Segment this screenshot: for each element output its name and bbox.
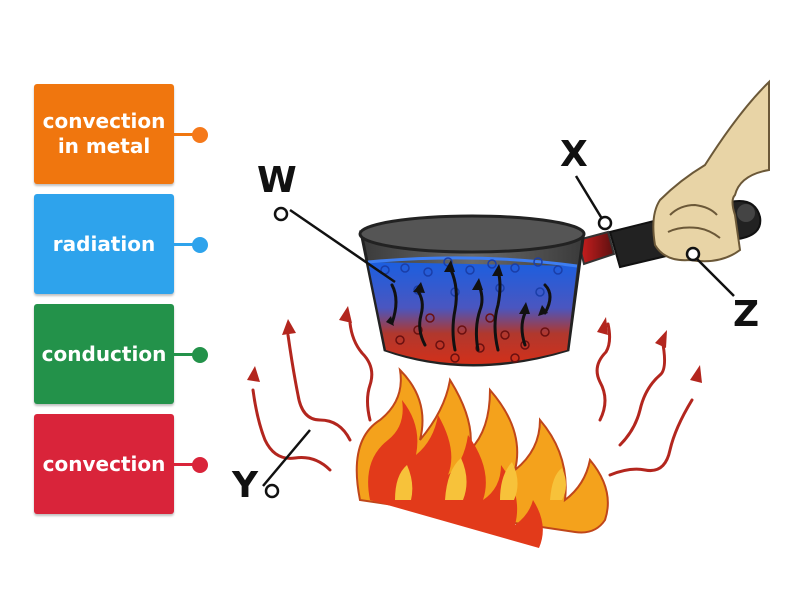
convection-arrows (390, 268, 552, 352)
answer-card-convection[interactable]: convection (34, 414, 174, 514)
marker-w-label: W (257, 160, 297, 201)
card-drop-handle[interactable] (192, 127, 208, 143)
card-connector (174, 463, 198, 466)
marker-y-target[interactable] (264, 483, 280, 499)
card-drop-handle[interactable] (192, 347, 208, 363)
marker-z-target[interactable] (685, 246, 701, 262)
answer-card-conduction[interactable]: conduction (34, 304, 174, 404)
cooking-pot (358, 214, 586, 367)
card-drop-handle[interactable] (192, 237, 208, 253)
flames (355, 367, 609, 548)
label-leader-lines (262, 175, 735, 487)
radiation-wave-arrows (251, 321, 694, 477)
hand (652, 79, 770, 263)
marker-x-target[interactable] (597, 215, 613, 231)
answer-card-radiation[interactable]: radiation (34, 194, 174, 294)
card-connector (174, 133, 198, 136)
convection-arrowheads (386, 260, 548, 326)
marker-z-label: Z (733, 294, 759, 335)
card-connector (174, 353, 198, 356)
drop-targets[interactable] (264, 206, 701, 499)
radiation-arrowheads (247, 306, 702, 383)
answer-card-convection-in-metal[interactable]: convection in metal (34, 84, 174, 184)
marker-x-label: X (560, 134, 588, 175)
marker-w-target[interactable] (273, 206, 289, 222)
card-drop-handle[interactable] (192, 457, 208, 473)
card-connector (174, 243, 198, 246)
water-bubbles-hot (395, 313, 550, 363)
marker-y-label: Y (231, 465, 259, 506)
